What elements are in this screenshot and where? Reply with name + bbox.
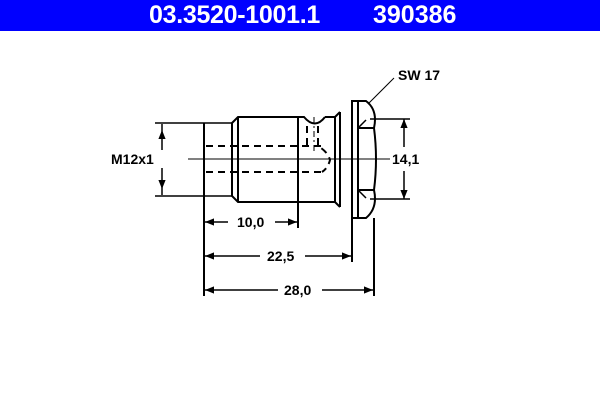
head-diameter-dimension [370, 118, 410, 200]
bolt-outline [155, 100, 377, 296]
title-bar: 03.3520-1001.1 390386 [0, 0, 600, 31]
hidden-bore [206, 126, 332, 173]
shank-length-label: 22,5 [267, 248, 294, 264]
total-length-label: 28,0 [284, 282, 311, 298]
wrench-size-label: SW 17 [398, 67, 440, 83]
thread-label: M12x1 [111, 151, 154, 167]
thread-length-label: 10,0 [237, 214, 264, 230]
part-number: 03.3520-1001.1 [149, 1, 320, 29]
centerline [188, 117, 390, 160]
reference-number: 390386 [373, 1, 457, 29]
head-diameter-label: 14,1 [392, 151, 419, 167]
wrench-size-leader [367, 77, 395, 105]
